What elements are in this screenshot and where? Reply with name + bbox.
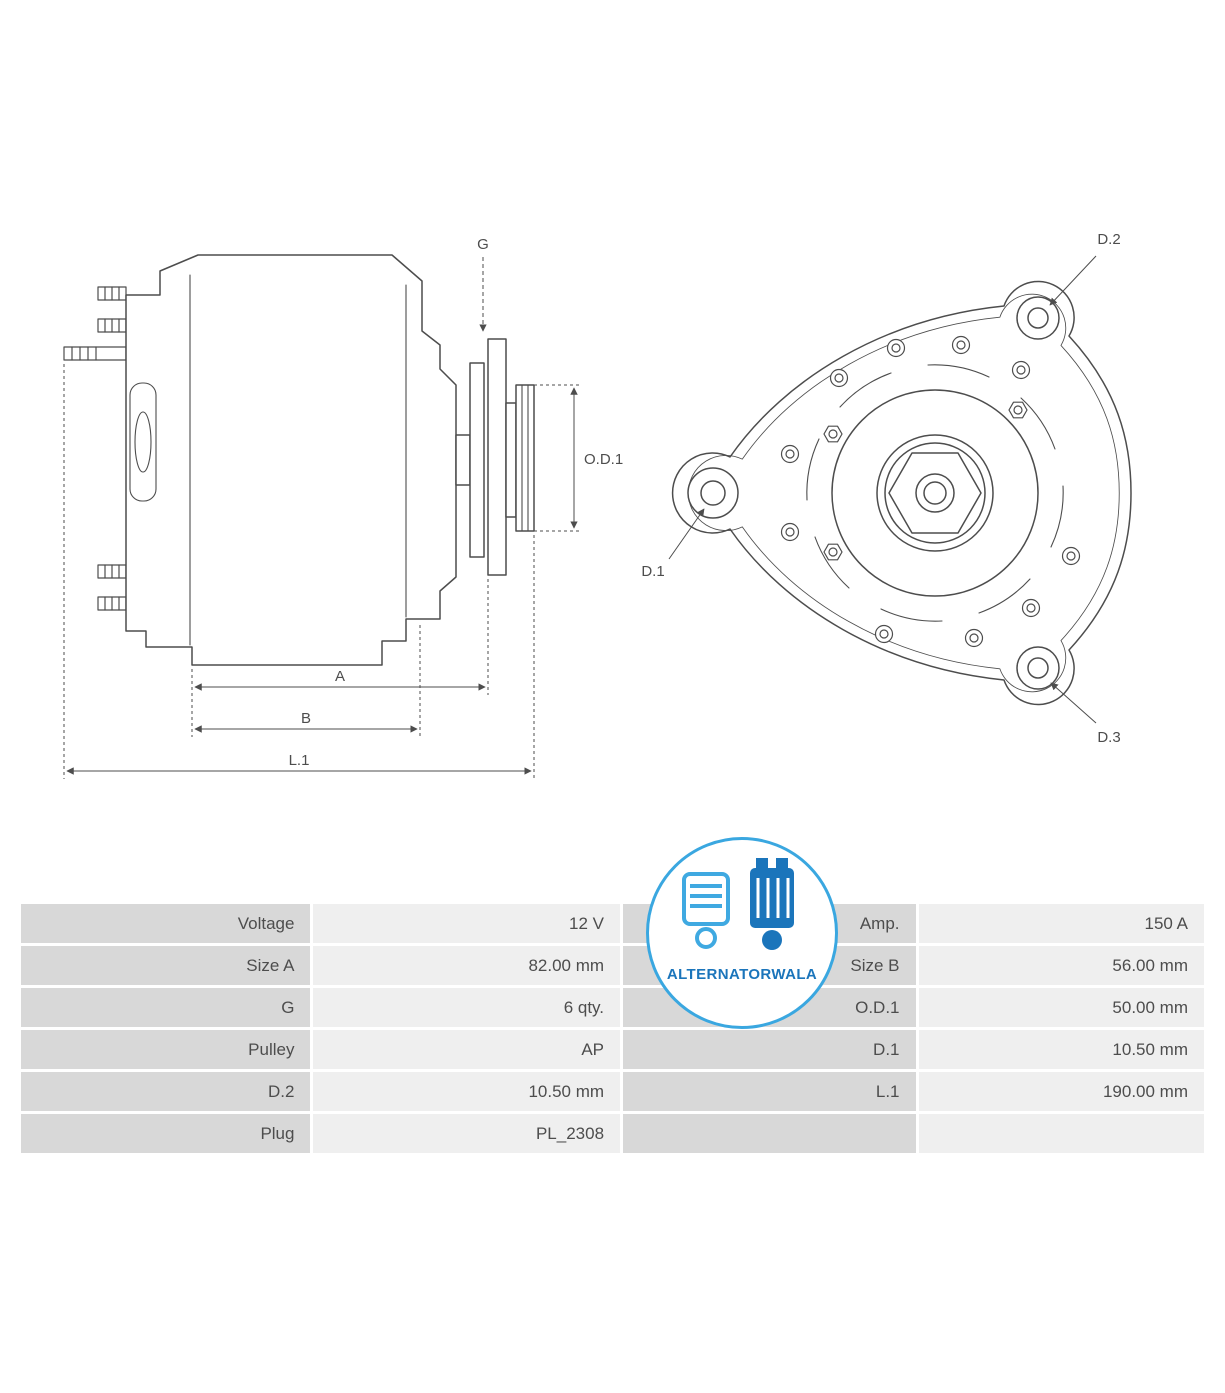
value-cell: 6 qty. xyxy=(313,988,621,1027)
table-row: Pulley AP D.1 10.50 mm xyxy=(21,1030,1204,1069)
alternator-icon xyxy=(682,858,794,950)
value-cell: 82.00 mm xyxy=(313,946,621,985)
table-row: Plug PL_2308 xyxy=(21,1114,1204,1153)
value-cell: 10.50 mm xyxy=(918,1030,1204,1069)
dim-ext-od1 xyxy=(534,384,580,532)
value-cell: 10.50 mm xyxy=(313,1072,621,1111)
dim-label-a: A xyxy=(335,668,345,685)
brand-logo: ALTERNATORWALA xyxy=(646,837,838,1029)
dim-label-g: G xyxy=(477,236,489,253)
label-cell: G xyxy=(21,988,311,1027)
value-cell xyxy=(918,1114,1204,1153)
vent-slots xyxy=(806,364,1064,622)
dim-label-d3: D.3 xyxy=(1097,729,1120,746)
value-cell: PL_2308 xyxy=(313,1114,621,1153)
table-row: Size A 82.00 mm Size B 56.00 mm xyxy=(21,946,1204,985)
label-cell: Size A xyxy=(21,946,311,985)
dim-leader-d3 xyxy=(1050,682,1097,724)
label-cell xyxy=(623,1114,916,1153)
brand-name: ALTERNATORWALA xyxy=(666,966,818,983)
center-hub xyxy=(831,389,1039,597)
mounting-studs-icon xyxy=(63,286,127,611)
table-row: D.2 10.50 mm L.1 190.00 mm xyxy=(21,1072,1204,1111)
mounting-ears xyxy=(687,296,1060,690)
value-cell: 12 V xyxy=(313,904,621,943)
dim-leader-d2 xyxy=(1049,255,1097,306)
value-cell: 190.00 mm xyxy=(918,1072,1204,1111)
side-view-drawing: G O.D.1 A B L.1 xyxy=(63,236,623,779)
value-cell: 50.00 mm xyxy=(918,988,1204,1027)
label-cell: D.2 xyxy=(21,1072,311,1111)
hex-bolts xyxy=(823,401,1028,561)
label-cell: Plug xyxy=(21,1114,311,1153)
label-cell: D.1 xyxy=(623,1030,916,1069)
dim-leader-d1 xyxy=(668,508,705,560)
dim-label-d2: D.2 xyxy=(1097,231,1120,248)
value-cell: AP xyxy=(313,1030,621,1069)
table-row: G 6 qty. O.D.1 50.00 mm xyxy=(21,988,1204,1027)
dim-label-od1: O.D.1 xyxy=(584,451,623,468)
table-row: Voltage 12 V Amp. 150 A xyxy=(21,904,1204,943)
value-cell: 56.00 mm xyxy=(918,946,1204,985)
value-cell: 150 A xyxy=(918,904,1204,943)
bolt-holes xyxy=(780,335,1081,648)
dim-label-l1: L.1 xyxy=(289,752,310,769)
label-cell: Voltage xyxy=(21,904,311,943)
alternator-side-body xyxy=(125,254,457,666)
spec-table: Voltage 12 V Amp. 150 A Size A 82.00 mm … xyxy=(18,901,1207,1156)
dim-label-b: B xyxy=(301,710,311,727)
front-view-drawing: D.2 D.1 D.3 xyxy=(641,231,1132,746)
label-cell: Pulley xyxy=(21,1030,311,1069)
pulley-side xyxy=(455,338,535,576)
dim-extensions xyxy=(63,364,535,779)
dim-label-d1: D.1 xyxy=(641,563,664,580)
label-cell: L.1 xyxy=(623,1072,916,1111)
